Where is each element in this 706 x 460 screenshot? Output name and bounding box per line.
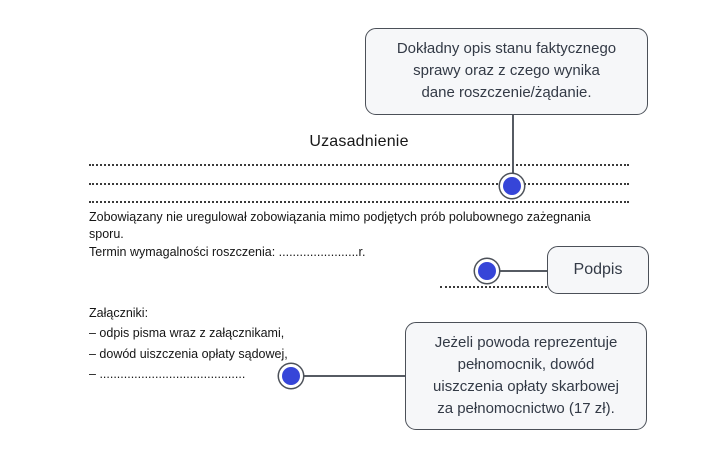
attachment-item: – dowód uiszczenia opłaty sądowej,: [89, 346, 288, 361]
connector-signature-line: [497, 270, 547, 272]
callout-facts-line: Dokładny opis stanu faktycznego: [396, 40, 617, 57]
document-paragraph: Zobowiązany nie uregulował zobowiązania …: [89, 209, 649, 261]
dotted-fill-line: [89, 201, 629, 203]
document-heading: Uzasadnienie: [309, 133, 409, 150]
connector-facts-line: [512, 114, 514, 177]
callout-attorney: Jeżeli powoda reprezentuje pełnomocnik, …: [405, 322, 647, 430]
hotspot-dot-attorney[interactable]: [282, 367, 300, 385]
dotted-fill-line: [89, 183, 629, 185]
hotspot-dot-facts[interactable]: [503, 177, 521, 195]
termin-suffix: r.: [358, 244, 366, 259]
paragraph-line: Zobowiązany nie uregulował zobowiązania …: [89, 210, 591, 224]
termin-dotted-blank: .......................: [278, 244, 359, 259]
callout-facts: Dokładny opis stanu faktycznego sprawy o…: [365, 28, 648, 115]
hotspot-dot-signature[interactable]: [478, 262, 496, 280]
termin-line: Termin wymagalności roszczenia: ........…: [89, 244, 649, 261]
callout-attorney-line: Jeżeli powoda reprezentuje: [434, 334, 618, 351]
callout-attorney-line: uiszczenia opłaty skarbowej: [433, 378, 619, 395]
paragraph-line: sporu.: [89, 227, 124, 242]
callout-signature-label: Podpis: [573, 261, 623, 278]
signature-dotted-line: [440, 286, 547, 288]
attachment-item-blank: – ......................................…: [89, 364, 449, 384]
attachment-dash: –: [89, 366, 100, 381]
callout-facts-line: dane roszczenie/żądanie.: [421, 84, 592, 101]
dotted-fill-line: [89, 164, 629, 166]
callout-attorney-line: za pełnomocnictwo (17 zł).: [437, 400, 615, 417]
attachment-item: – odpis pisma wraz z załącznikami,: [89, 326, 285, 341]
attachment-dotted-blank: ........................................…: [99, 366, 246, 381]
attachments-block: Załączniki: – odpis pisma wraz z załączn…: [89, 303, 449, 384]
termin-label: Termin wymagalności roszczenia:: [89, 244, 279, 259]
attachments-title: Załączniki:: [89, 306, 149, 320]
callout-attorney-line: pełnomocnik, dowód: [457, 356, 595, 373]
callout-facts-line: sprawy oraz z czego wynika: [413, 62, 600, 79]
callout-signature: Podpis: [547, 246, 649, 294]
connector-attorney-line: [300, 375, 406, 377]
